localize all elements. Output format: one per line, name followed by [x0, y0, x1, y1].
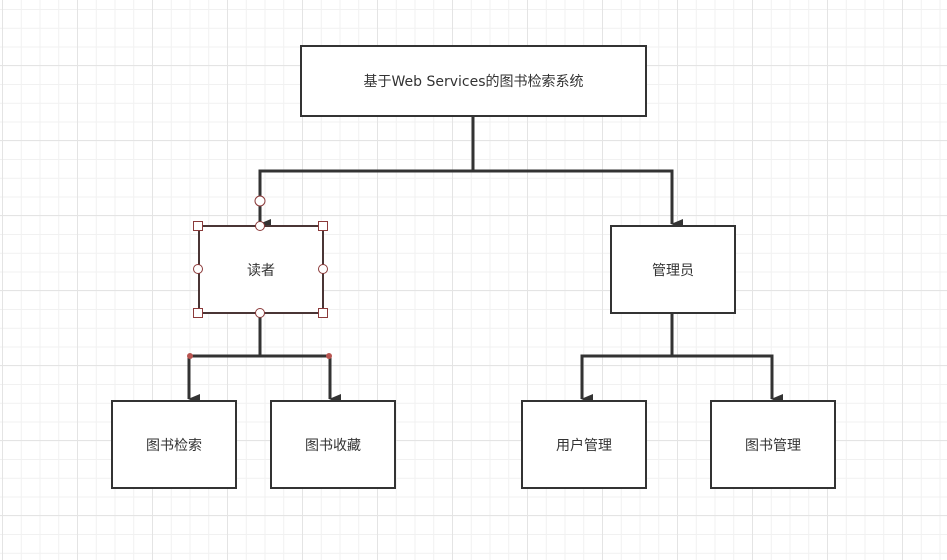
node-reader[interactable]: 读者 [198, 225, 324, 314]
connect-handle-right[interactable] [318, 264, 328, 274]
edge-admin-book-mgmt[interactable] [672, 354, 783, 404]
connect-handle-bottom[interactable] [255, 308, 265, 318]
edge-root-admin[interactable] [473, 169, 683, 229]
node-book-collect[interactable]: 图书收藏 [270, 400, 396, 489]
waypoint-handle[interactable] [326, 353, 332, 359]
node-label: 图书检索 [146, 437, 202, 454]
edge-admin-user-mgmt[interactable] [580, 314, 674, 404]
node-book-search[interactable]: 图书检索 [111, 400, 237, 489]
resize-handle-bottom-left[interactable] [193, 308, 203, 318]
node-label: 管理员 [652, 262, 694, 279]
node-label: 图书收藏 [305, 437, 361, 454]
resize-handle-top-right[interactable] [318, 221, 328, 231]
connect-handle-top[interactable] [255, 221, 265, 231]
node-root[interactable]: 基于Web Services的图书检索系统 [300, 45, 647, 117]
edge-reader-book-collect[interactable] [260, 354, 341, 404]
edge-reader-book-search[interactable] [187, 314, 262, 404]
node-book-mgmt[interactable]: 图书管理 [710, 400, 836, 489]
edge-endpoint-handle[interactable] [254, 195, 266, 207]
node-label: 基于Web Services的图书检索系统 [363, 74, 584, 90]
connect-handle-left[interactable] [193, 264, 203, 274]
node-user-mgmt[interactable]: 用户管理 [521, 400, 647, 489]
resize-handle-top-left[interactable] [193, 221, 203, 231]
resize-handle-bottom-right[interactable] [318, 308, 328, 318]
edge-root-reader[interactable] [258, 117, 475, 229]
node-admin[interactable]: 管理员 [610, 225, 736, 314]
node-label: 图书管理 [745, 437, 801, 454]
node-label: 读者 [247, 262, 275, 279]
waypoint-handle[interactable] [187, 353, 193, 359]
node-label: 用户管理 [556, 437, 612, 454]
